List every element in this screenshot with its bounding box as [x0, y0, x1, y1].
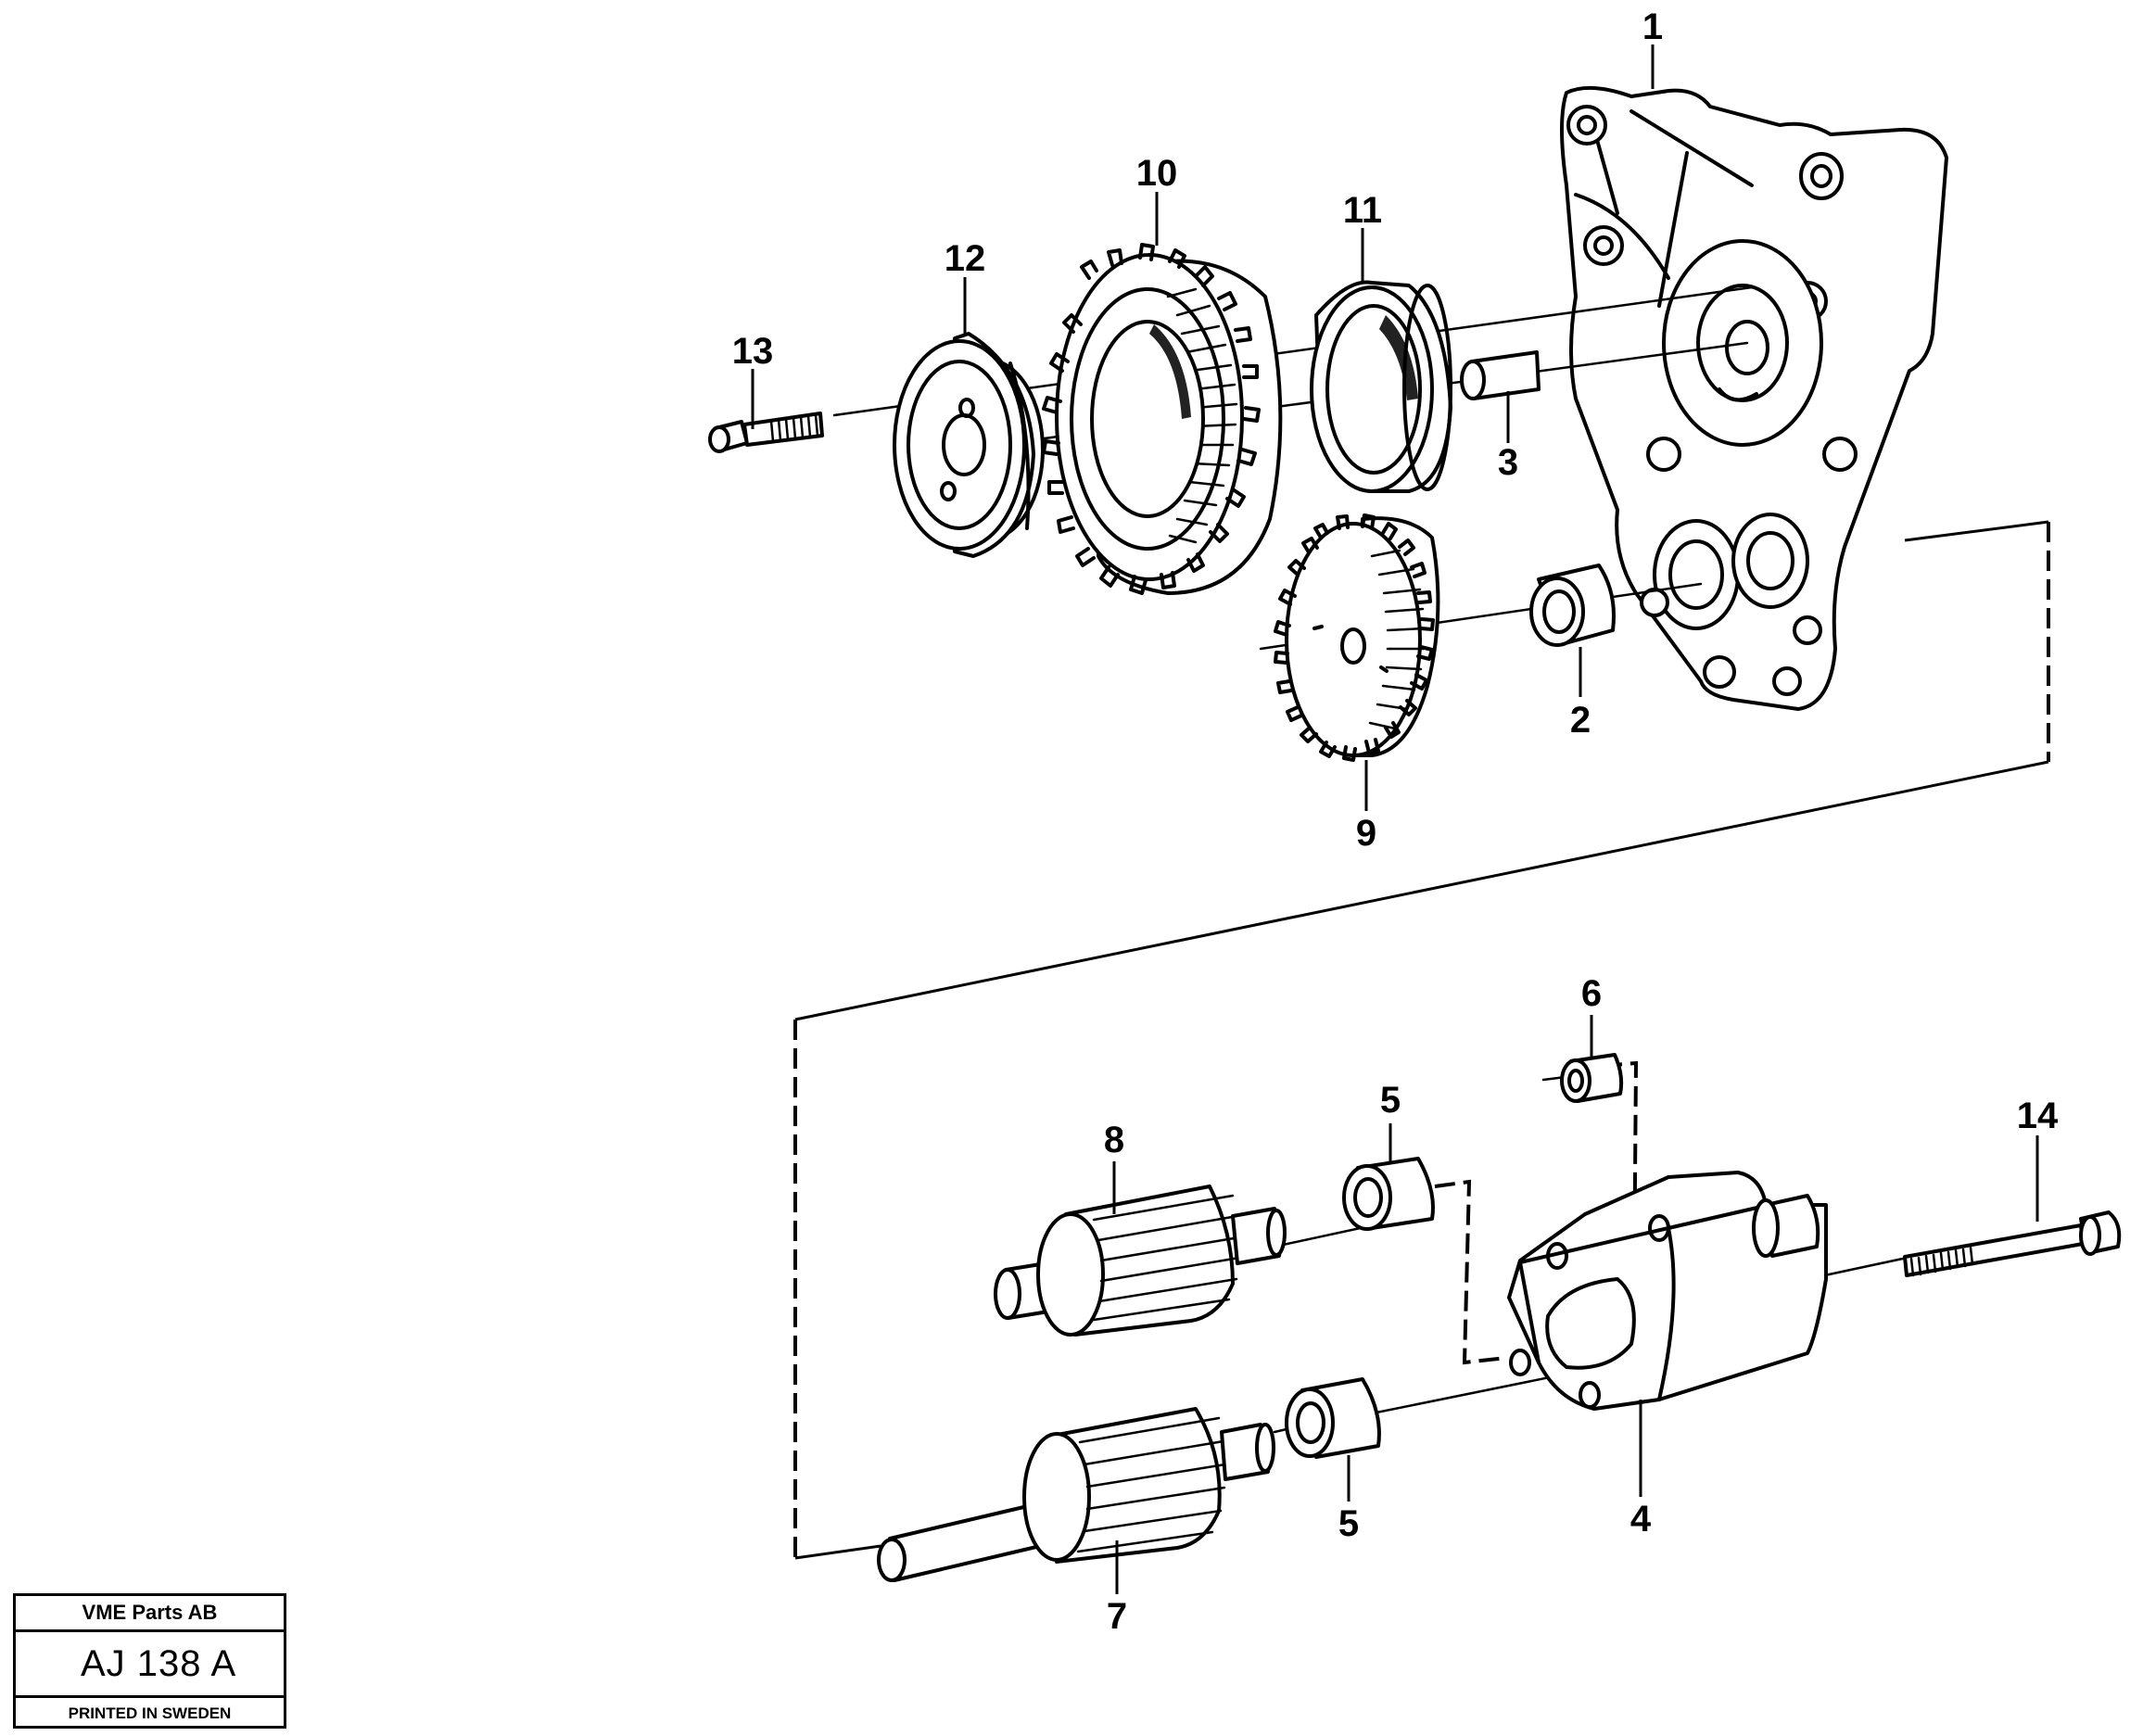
callout-8: 8 [1104, 1120, 1124, 1160]
part-3-pin [1460, 350, 1541, 400]
callout-5-upper: 5 [1380, 1080, 1401, 1121]
part-1-cover-housing [1560, 85, 1948, 711]
callout-6: 6 [1581, 973, 1602, 1014]
callout-7: 7 [1107, 1596, 1127, 1637]
callout-10: 10 [1136, 153, 1178, 194]
part-5-bushing-upper [1342, 1157, 1435, 1231]
callout-14: 14 [2017, 1096, 2059, 1136]
part-5-bushing-lower [1285, 1377, 1381, 1459]
part-2-bushing [1529, 564, 1616, 647]
callout-12: 12 [945, 238, 986, 279]
part-6-small-bushing [1560, 1053, 1624, 1103]
callout-3: 3 [1498, 442, 1518, 483]
drawing-reference: AJ 138 A [16, 1632, 284, 1698]
part-8-drive-gear-shaft [994, 1185, 1287, 1337]
part-14-long-bolt [1903, 1210, 2122, 1277]
part-9-small-gear [1274, 513, 1440, 762]
part-12-hub-flange [893, 332, 1045, 558]
part-7-driven-gear-shaft [877, 1407, 1275, 1582]
callout-4: 4 [1630, 1499, 1652, 1540]
printed-in-label: PRINTED IN SWEDEN [68, 1704, 232, 1722]
callout-2: 2 [1570, 700, 1591, 741]
callout-13: 13 [732, 331, 774, 372]
company-name: VME Parts AB [16, 1596, 284, 1632]
callout-leader-lines [751, 44, 2039, 1594]
callout-numbers: 1 2 3 4 5 5 6 7 8 9 10 11 12 13 14 [732, 6, 2059, 1637]
part-13-bolt [708, 412, 824, 453]
callout-9: 9 [1356, 813, 1376, 854]
part-4-pump-housing [1507, 1171, 1828, 1411]
callout-5-lower: 5 [1338, 1503, 1359, 1544]
part-11-ring-bushing [1310, 280, 1452, 493]
callout-11: 11 [1343, 190, 1382, 231]
title-block: VME Parts AB AJ 138 A PRINTED IN SWEDEN [13, 1593, 286, 1729]
part-10-large-gear [1042, 243, 1283, 595]
callout-1: 1 [1642, 6, 1663, 47]
